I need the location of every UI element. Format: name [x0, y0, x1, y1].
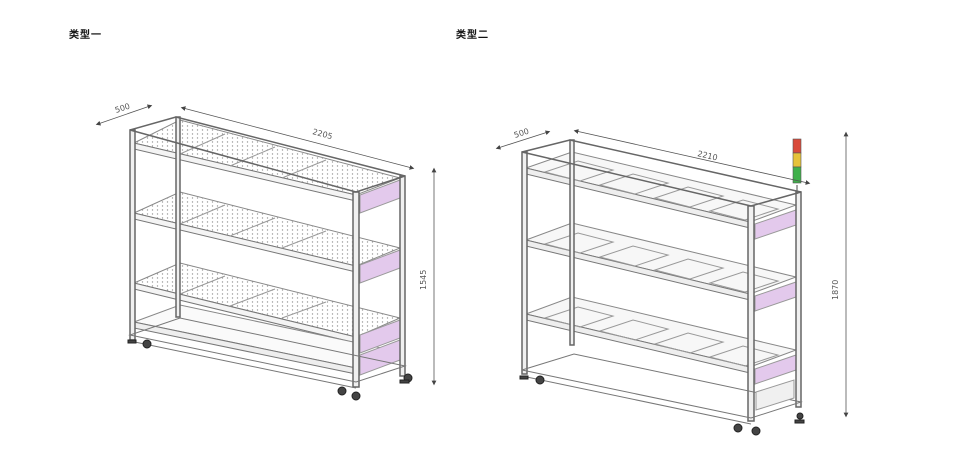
rack1-base	[128, 317, 407, 389]
rack2-depth-dim: 500	[513, 127, 530, 140]
rack1-dimensions	[95, 104, 437, 386]
rack2-length-dim: 2210	[697, 149, 719, 162]
rack2-height-dim: 1870	[831, 280, 840, 300]
rack1-length-dim: 2205	[311, 127, 333, 141]
rack2-signal-light	[792, 138, 802, 194]
rack2-dimensions	[495, 129, 849, 418]
rack2-side-panels	[754, 209, 797, 385]
type-one-label: 类型一	[69, 30, 102, 41]
rack1-shelf-1	[132, 119, 402, 202]
rack1-height-dim: 1545	[419, 270, 428, 290]
rack-type-two	[519, 139, 805, 436]
rack1-casters	[127, 339, 413, 401]
rack2-casters	[519, 375, 805, 436]
rack2-base	[521, 353, 803, 425]
rack1-depth-dim: 500	[114, 102, 131, 115]
type-two-label: 类型二	[456, 30, 489, 41]
rack-type-one	[127, 116, 413, 401]
rack2-trays	[543, 160, 780, 367]
rack1-side-panels	[359, 179, 401, 376]
